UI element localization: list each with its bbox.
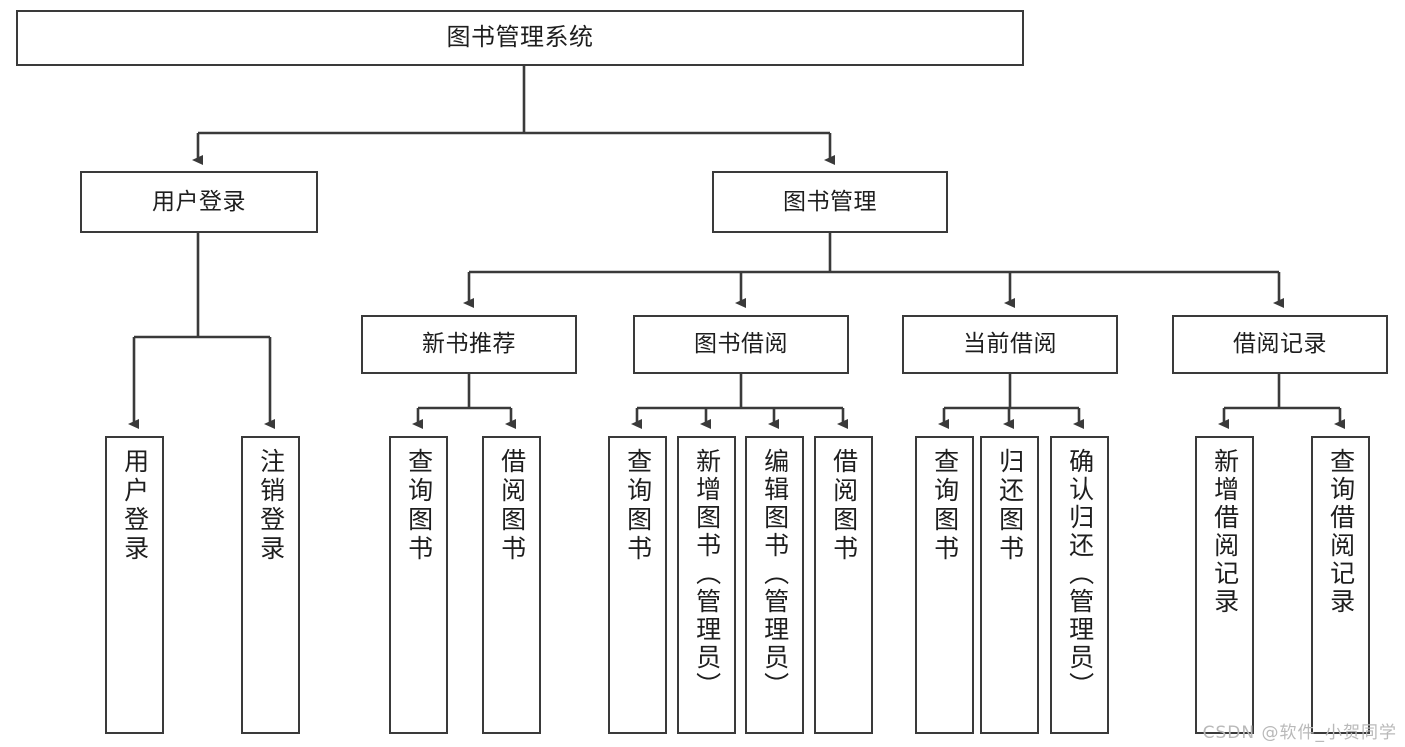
node-label: 注销登录 (256, 448, 286, 564)
leaf-record-add-record[interactable]: 新增借阅记录 (1195, 436, 1254, 734)
node-label: 当前借阅 (963, 331, 1057, 358)
leaf-borrow-edit-book-admin[interactable]: 编辑图书（管理员） (745, 436, 804, 734)
leaf-borrow-query-book[interactable]: 查询图书 (608, 436, 667, 734)
leaf-recommend-borrow-book[interactable]: 借阅图书 (482, 436, 541, 734)
leaf-borrow-borrow-book[interactable]: 借阅图书 (814, 436, 873, 734)
node-label: 图书管理 (783, 188, 877, 215)
node-borrow-record[interactable]: 借阅记录 (1172, 315, 1388, 374)
leaf-user-login-logout[interactable]: 注销登录 (241, 436, 300, 734)
node-label: 编辑图书（管理员） (760, 448, 790, 700)
node-label: 查询借阅记录 (1326, 448, 1356, 616)
node-label: 借阅图书 (829, 448, 859, 564)
leaf-recommend-query-book[interactable]: 查询图书 (389, 436, 448, 734)
node-book-management[interactable]: 图书管理 (712, 171, 948, 233)
leaf-current-query-book[interactable]: 查询图书 (915, 436, 974, 734)
node-label: 用户登录 (152, 188, 246, 215)
node-label: 确认归还（管理员） (1065, 448, 1095, 700)
node-label: 用户登录 (120, 448, 150, 564)
node-current-borrow[interactable]: 当前借阅 (902, 315, 1118, 374)
leaf-current-confirm-return-admin[interactable]: 确认归还（管理员） (1050, 436, 1109, 734)
leaf-user-login-login[interactable]: 用户登录 (105, 436, 164, 734)
node-label: 查询图书 (930, 448, 960, 564)
leaf-record-query-record[interactable]: 查询借阅记录 (1311, 436, 1370, 734)
csdn-watermark: CSDN @软件_小贺同学 (1202, 723, 1397, 743)
node-new-book-recommend[interactable]: 新书推荐 (361, 315, 577, 374)
node-label: 新增图书（管理员） (692, 448, 722, 700)
node-label: 图书借阅 (694, 331, 788, 358)
node-label: 新增借阅记录 (1210, 448, 1240, 616)
node-label: 归还图书 (995, 448, 1025, 564)
node-root-system[interactable]: 图书管理系统 (16, 10, 1024, 66)
node-label: 新书推荐 (422, 331, 516, 358)
node-user-login[interactable]: 用户登录 (80, 171, 318, 233)
node-book-borrow[interactable]: 图书借阅 (633, 315, 849, 374)
node-label: 借阅图书 (497, 448, 527, 564)
node-label: 查询图书 (404, 448, 434, 564)
node-label: 查询图书 (623, 448, 653, 564)
node-label: 图书管理系统 (446, 23, 594, 52)
node-label: 借阅记录 (1233, 331, 1327, 358)
leaf-borrow-add-book-admin[interactable]: 新增图书（管理员） (677, 436, 736, 734)
leaf-current-return-book[interactable]: 归还图书 (980, 436, 1039, 734)
